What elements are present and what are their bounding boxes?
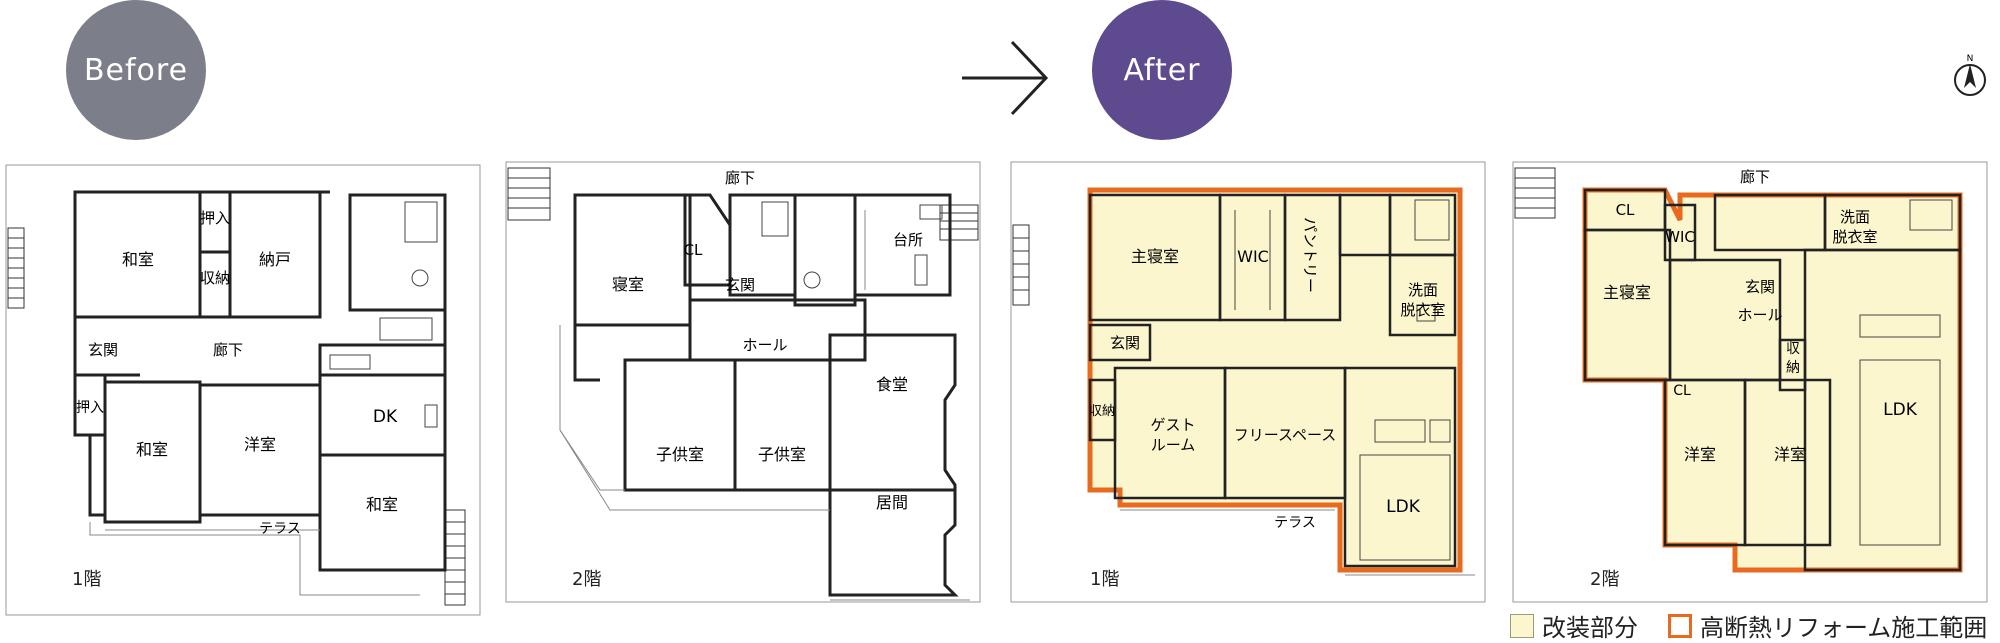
room-label: 食堂 <box>876 375 908 394</box>
insulation-swatch <box>1668 613 1692 638</box>
stairs-icon <box>939 204 979 241</box>
room-label: 子供室 <box>656 445 704 464</box>
stairs-icon <box>444 509 466 606</box>
room-label: ホール <box>1737 306 1782 324</box>
room-label: 納 <box>1786 360 1800 376</box>
room-label: 納戸 <box>259 250 291 269</box>
room-label: テラス <box>259 521 301 537</box>
legend-renovated-label: 改装部分 <box>1542 614 1638 642</box>
room-label: 廊下 <box>213 341 243 359</box>
room-label: 収納 <box>1089 404 1115 419</box>
room-label: 玄関 <box>88 341 118 359</box>
after-badge: After <box>1092 0 1232 140</box>
room-label: CL <box>1616 201 1635 219</box>
room-label: 和室 <box>122 250 154 269</box>
room-label: 押入 <box>200 209 230 227</box>
room-label: 寝室 <box>612 275 644 294</box>
room-label: 脱衣室 <box>1832 228 1877 246</box>
room-label: ゲスト <box>1150 416 1195 434</box>
room-label: 子供室 <box>758 445 806 464</box>
room-label: 玄関 <box>725 276 755 294</box>
room-label: パントリー <box>1301 217 1319 293</box>
room-label: 玄関 <box>1745 278 1775 296</box>
room-label: フリースペース <box>1234 426 1336 444</box>
before-1f-plan: 和室 押入 収納 納戸 玄関 廊下 押入 和室 洋室 DK 和室 テラス <box>0 150 490 620</box>
room-label: 収納 <box>200 269 230 287</box>
after-2f-plan: 廊下 CL WIC 洗面 脱衣室 主寝室 玄関 ホール 収 納 CL LDK 洋… <box>1505 150 1995 620</box>
room-label: 和室 <box>366 495 398 514</box>
north-compass-icon: N <box>1954 54 1986 96</box>
room-label: DK <box>373 407 398 427</box>
room-label: 収 <box>1786 341 1800 357</box>
floor-label: 1階 <box>72 569 102 590</box>
room-label: 和室 <box>136 440 168 459</box>
room-label: 主寝室 <box>1603 283 1651 302</box>
legend-renovated: 改装部分 <box>1510 608 1638 643</box>
room-label: WIC <box>1237 247 1269 266</box>
floor-label: 2階 <box>572 569 602 590</box>
room-label: 洋室 <box>1684 445 1716 464</box>
room-label: LDK <box>1883 400 1918 420</box>
right-arrow-icon <box>962 40 1049 116</box>
room-label: CL <box>684 241 703 259</box>
legend-insulation: 高断熱リフォーム施工範囲 <box>1668 608 1987 643</box>
svg-text:N: N <box>1967 54 1974 64</box>
room-label: LDK <box>1386 497 1421 517</box>
room-label: ルーム <box>1151 436 1196 454</box>
room-label: 居間 <box>876 493 908 512</box>
before-2f-plan: 廊下 寝室 CL 玄関 台所 ホール 食堂 子供室 子供室 居間 <box>500 150 990 620</box>
stairs-icon <box>507 167 551 221</box>
stairs-icon <box>1012 224 1030 306</box>
room-label: 廊下 <box>725 169 755 187</box>
room-label: CL <box>1673 383 1691 399</box>
room-label: 玄関 <box>1110 334 1140 352</box>
room-label: 洗面 <box>1840 208 1870 226</box>
room-label: 廊下 <box>1740 168 1770 186</box>
room-label: WIC <box>1665 228 1695 246</box>
legend-insulation-label: 高断熱リフォーム施工範囲 <box>1700 614 1988 642</box>
room-label: 台所 <box>893 231 923 249</box>
room-label: 洋室 <box>244 435 276 454</box>
room-label: 主寝室 <box>1131 247 1179 266</box>
floor-label: 2階 <box>1590 569 1620 590</box>
room-label: 洋室 <box>1774 445 1806 464</box>
room-label: 押入 <box>76 400 104 416</box>
room-label: 洗面 <box>1408 281 1438 299</box>
stairs-icon <box>7 227 25 309</box>
room-label: ホール <box>742 336 787 354</box>
floor-label: 1階 <box>1090 569 1120 590</box>
stairs-icon <box>1514 167 1556 219</box>
renovated-swatch <box>1510 613 1534 638</box>
room-label: 脱衣室 <box>1400 301 1445 319</box>
room-label: テラス <box>1274 515 1316 531</box>
before-badge: Before <box>66 0 206 140</box>
after-1f-plan: 主寝室 WIC パントリー 洗面 脱衣室 玄関 収納 ゲスト ルーム フリースペ… <box>1005 150 1495 620</box>
